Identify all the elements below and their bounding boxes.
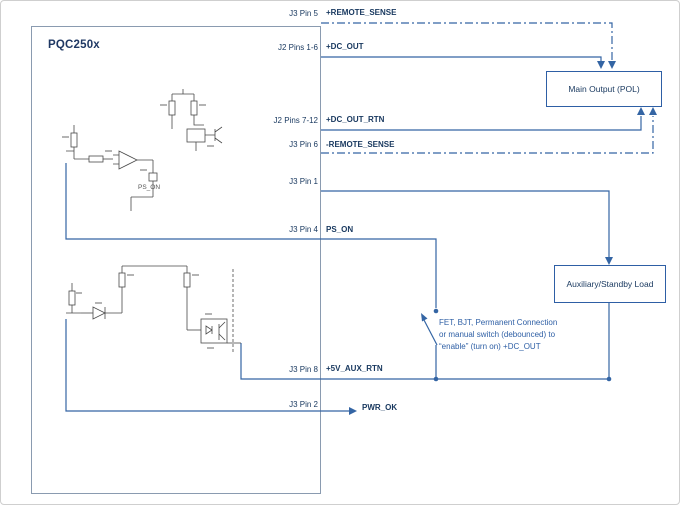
pin-label-j3-pin-2: J3 Pin 2 <box>289 400 318 409</box>
junction-dots <box>433 376 612 382</box>
main-output-label: Main Output (POL) <box>568 83 640 94</box>
schematic-1-label-marks <box>62 104 214 171</box>
signal-label-remote-sense-pos: +REMOTE_SENSE <box>326 8 397 17</box>
switch-annotation: FET, BJT, Permanent Connection or manual… <box>439 317 557 353</box>
enable-switch <box>421 308 439 379</box>
annotation-line-2: or manual switch (debounced) to <box>439 330 556 339</box>
wire-remote-sense-neg <box>321 107 657 154</box>
signal-label-ps-on: PS_ON <box>326 225 354 234</box>
signal-label-dc-out-rtn: +DC_OUT_RTN <box>326 115 385 124</box>
wire-aux-rtn <box>240 343 609 380</box>
wire-pwr-ok <box>65 319 357 415</box>
internal-ps-on-label: PS_ON <box>138 184 160 191</box>
wire-dc-out <box>321 56 605 69</box>
aux-standby-load-box: Auxiliary/Standby Load <box>554 265 666 303</box>
pin-label-j3-pin-1: J3 Pin 1 <box>289 177 318 186</box>
pin-label-j3-pin-4: J3 Pin 4 <box>289 225 318 234</box>
signal-label-remote-sense-neg: -REMOTE_SENSE <box>326 140 395 149</box>
wire-remote-sense-pos <box>321 22 616 69</box>
wire-dc-out-rtn <box>321 107 645 131</box>
pin-label-j2-pins-1-6: J2 Pins 1-6 <box>277 43 318 52</box>
internal-schematic-1 <box>62 89 223 211</box>
pin-label-j3-pin-8: J3 Pin 8 <box>289 365 318 374</box>
signal-label-aux-rtn-5v: +5V_AUX_RTN <box>326 364 383 373</box>
wire-ps-on <box>65 163 437 308</box>
wire-j3-pin-1 <box>321 190 613 379</box>
internal-schematic-2 <box>66 265 241 353</box>
signal-label-dc-out: +DC_OUT <box>326 42 364 51</box>
schematic-2-label-marks <box>75 274 214 349</box>
signal-label-pwr-ok: PWR_OK <box>362 403 398 412</box>
pin-label-j3-pin-6: J3 Pin 6 <box>289 140 318 149</box>
main-output-box: Main Output (POL) <box>546 71 662 107</box>
module-title: PQC250x <box>48 39 100 51</box>
aux-standby-load-label: Auxiliary/Standby Load <box>566 278 654 289</box>
annotation-line-3: “enable” (turn on) +DC_OUT <box>439 342 541 351</box>
pqc250x-module-box <box>31 26 321 494</box>
pin-label-j2-pins-7-12: J2 Pins 7-12 <box>273 116 318 125</box>
pin-label-j3-pin-5: J3 Pin 5 <box>289 9 318 18</box>
annotation-line-1: FET, BJT, Permanent Connection <box>439 318 558 327</box>
